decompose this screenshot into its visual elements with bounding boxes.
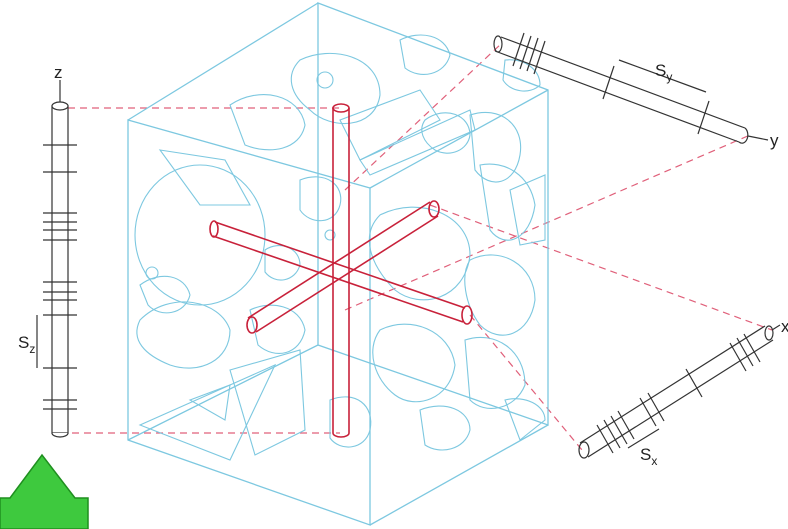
x-axis-label: x xyxy=(781,317,788,336)
y-axis-label: y xyxy=(770,131,779,150)
y-spacing-label: Sy xyxy=(655,61,672,84)
x-spacing-ticks xyxy=(597,334,760,453)
y-spacing-ticks xyxy=(513,33,709,134)
z-sample-rod xyxy=(37,80,77,437)
x-sample-rod xyxy=(579,325,780,458)
z-axis-label: z xyxy=(54,63,63,82)
green-arrow-icon[interactable] xyxy=(0,455,88,529)
x-spacing-label: Sx xyxy=(640,445,657,468)
z-spacing-label: Sz xyxy=(18,333,35,356)
aggregate-particles xyxy=(135,35,545,460)
